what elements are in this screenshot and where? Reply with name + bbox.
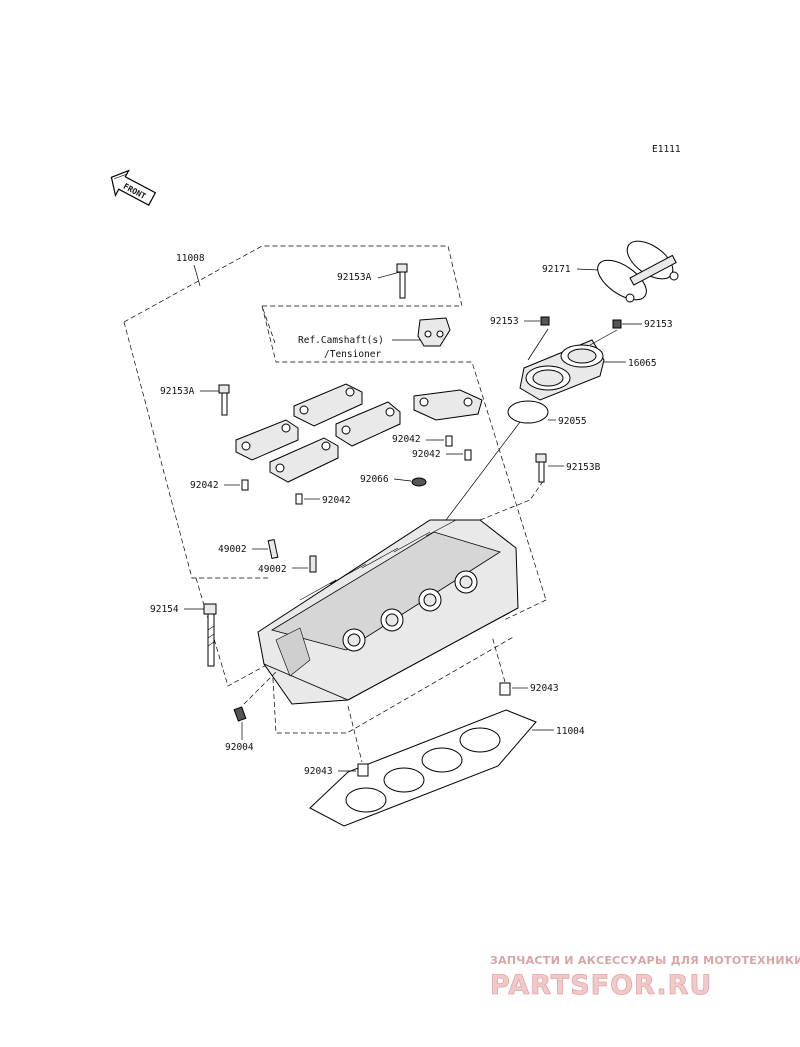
dowel-92042-a [445,435,453,447]
label-11004: 11004 [556,726,585,737]
screw-92153-right [612,319,622,329]
camshaft-cap-1 [235,419,299,461]
label-92153B: 92153B [566,462,601,473]
watermark-tagline: ЗАПЧАСТИ И АКСЕССУАРЫ ДЛЯ МОТОТЕХНИКИ [490,954,800,967]
label-92004: 92004 [225,742,254,753]
label-92043-right: 92043 [530,683,559,694]
bolt-92153B [535,453,547,483]
bolt-92153A-top [396,263,408,299]
label-92042-b: 92042 [412,449,441,460]
label-92153A-left: 92153A [160,386,195,397]
stud-92004 [233,706,247,722]
assembly-outline [123,245,547,734]
screw-92153-left [540,316,550,326]
dowel-92043-right [499,682,511,696]
plug-92066 [411,477,427,487]
label-92042-c: 92042 [190,480,219,491]
label-11008: 11008 [176,253,205,264]
bolt-92154 [203,603,217,667]
label-92153-right: 92153 [644,319,673,330]
camshaft-cap-3 [269,437,339,483]
front-arrow-icon: FRONT [110,169,157,206]
oring-92055 [507,400,549,424]
dowel-92042-b [464,449,472,461]
label-92153A-top: 92153A [337,272,372,283]
label-92055: 92055 [558,416,587,427]
label-92042-a: 92042 [392,434,421,445]
ref-note-line2: /Tensioner [324,349,381,360]
label-92154: 92154 [150,604,179,615]
stud-49002-a [267,538,279,560]
camshaft-cap-2 [293,383,363,427]
label-49002-a: 49002 [218,544,247,555]
stud-49002-b [309,555,317,573]
label-92171: 92171 [542,264,571,275]
insulator-16065 [519,339,605,401]
label-92066: 92066 [360,474,389,485]
clamp-92171 [597,240,679,303]
label-92042-d: 92042 [322,495,351,506]
label-92043-bottom: 92043 [304,766,333,777]
bolt-92153A-left [218,384,230,416]
head-gasket-11004 [309,709,537,827]
diagram-code: E1111 [652,144,681,155]
cylinder-head-11008 [257,519,519,705]
label-49002-b: 49002 [258,564,287,575]
dowel-92042-d [295,493,303,505]
camshaft-cap-5 [413,389,483,421]
dowel-92042-c [241,479,249,491]
label-92153-left: 92153 [490,316,519,327]
camshaft-cap-4 [335,401,401,447]
label-16065: 16065 [628,358,657,369]
dowel-92043-bottom [357,763,369,777]
tensioner-ref-bracket [417,317,451,347]
watermark-logo: PARTSFOR.RU [490,970,712,1001]
ref-note-line1: Ref.Camshaft(s) [298,335,384,346]
